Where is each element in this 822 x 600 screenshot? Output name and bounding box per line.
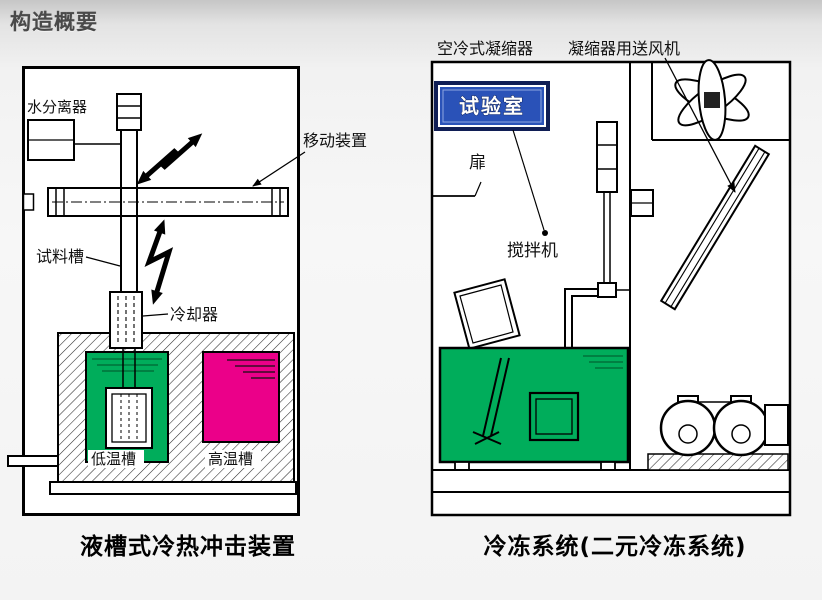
- low-temp-level-lines: [92, 358, 162, 372]
- cooler: [109, 291, 143, 349]
- fan-hub: [704, 92, 720, 108]
- receiver-tank: [764, 404, 789, 446]
- right-diagram-caption: 冷冻系统(二元冷冻系统): [483, 534, 747, 560]
- compressor-unit: [659, 395, 789, 457]
- high-temp-tank: [202, 351, 280, 443]
- open-door-panel: [453, 278, 521, 350]
- agitator-shaft: [472, 357, 510, 445]
- tank-level-lines: [583, 355, 623, 369]
- agitator-callout: 搅拌机: [507, 129, 558, 261]
- condenser-fan: [674, 59, 750, 141]
- vertical-motion-arrow: [144, 219, 174, 305]
- thermal-shock-device-diagram: 低温槽 高温槽 水分离器 移动装置: [7, 66, 367, 516]
- left-diagram-caption: 液槽式冷热冲击装置: [80, 534, 296, 560]
- test-chamber-border: [434, 81, 550, 131]
- sample-tank-callout: 试料槽: [36, 247, 121, 267]
- cooler-label: 冷却器: [170, 305, 218, 324]
- sample-basket: [105, 348, 153, 449]
- agitator-label: 搅拌机: [507, 241, 558, 261]
- high-temp-tank-label: 高温槽: [208, 450, 253, 468]
- sample-tank-label: 试料槽: [36, 247, 84, 266]
- air-cooled-condenser-label: 空冷式凝缩器: [437, 39, 533, 58]
- refrigeration-system-diagram: 空冷式凝缩器 凝缩器用送风机 试验室 扉: [430, 39, 792, 517]
- moving-device-callout: 移动装置: [252, 131, 367, 187]
- compressor-platform: [647, 453, 789, 471]
- tank-foot-right: [600, 461, 616, 471]
- test-chamber-fill: [440, 87, 544, 125]
- water-separator-label: 水分离器: [27, 98, 87, 116]
- water-separator: 水分离器: [27, 98, 121, 161]
- door-label: 扉: [469, 153, 486, 173]
- drain-pipe: [7, 455, 59, 467]
- low-temp-label-bg: [88, 450, 144, 468]
- slide-rail: [22, 187, 289, 217]
- air-cooled-condenser: [659, 144, 771, 311]
- door-callout: 扉: [432, 153, 486, 197]
- machine-base: [49, 481, 297, 495]
- brine-tank: [438, 346, 630, 464]
- high-temp-level-lines: [227, 359, 275, 379]
- elevator-tower: [116, 93, 142, 293]
- evaporator-box: [528, 391, 580, 442]
- page-title: 构造概要: [10, 10, 98, 34]
- damper-box: [630, 189, 654, 217]
- test-chamber-label: 试验室: [459, 94, 525, 118]
- horizontal-motion-arrow: [136, 133, 203, 185]
- moving-device-label: 移动装置: [303, 131, 367, 150]
- low-temp-tank-label: 低温槽: [91, 450, 136, 468]
- insulated-tank-block: 低温槽 高温槽: [57, 332, 295, 483]
- test-chamber-badge: 试验室: [434, 81, 550, 131]
- high-temp-label-bg: [205, 450, 261, 468]
- cooler-callout: 冷却器: [142, 305, 218, 324]
- tank-foot-left: [454, 461, 470, 471]
- condenser-leader-arrow: [664, 57, 736, 193]
- condenser-fan-label: 凝缩器用送风机: [568, 39, 680, 58]
